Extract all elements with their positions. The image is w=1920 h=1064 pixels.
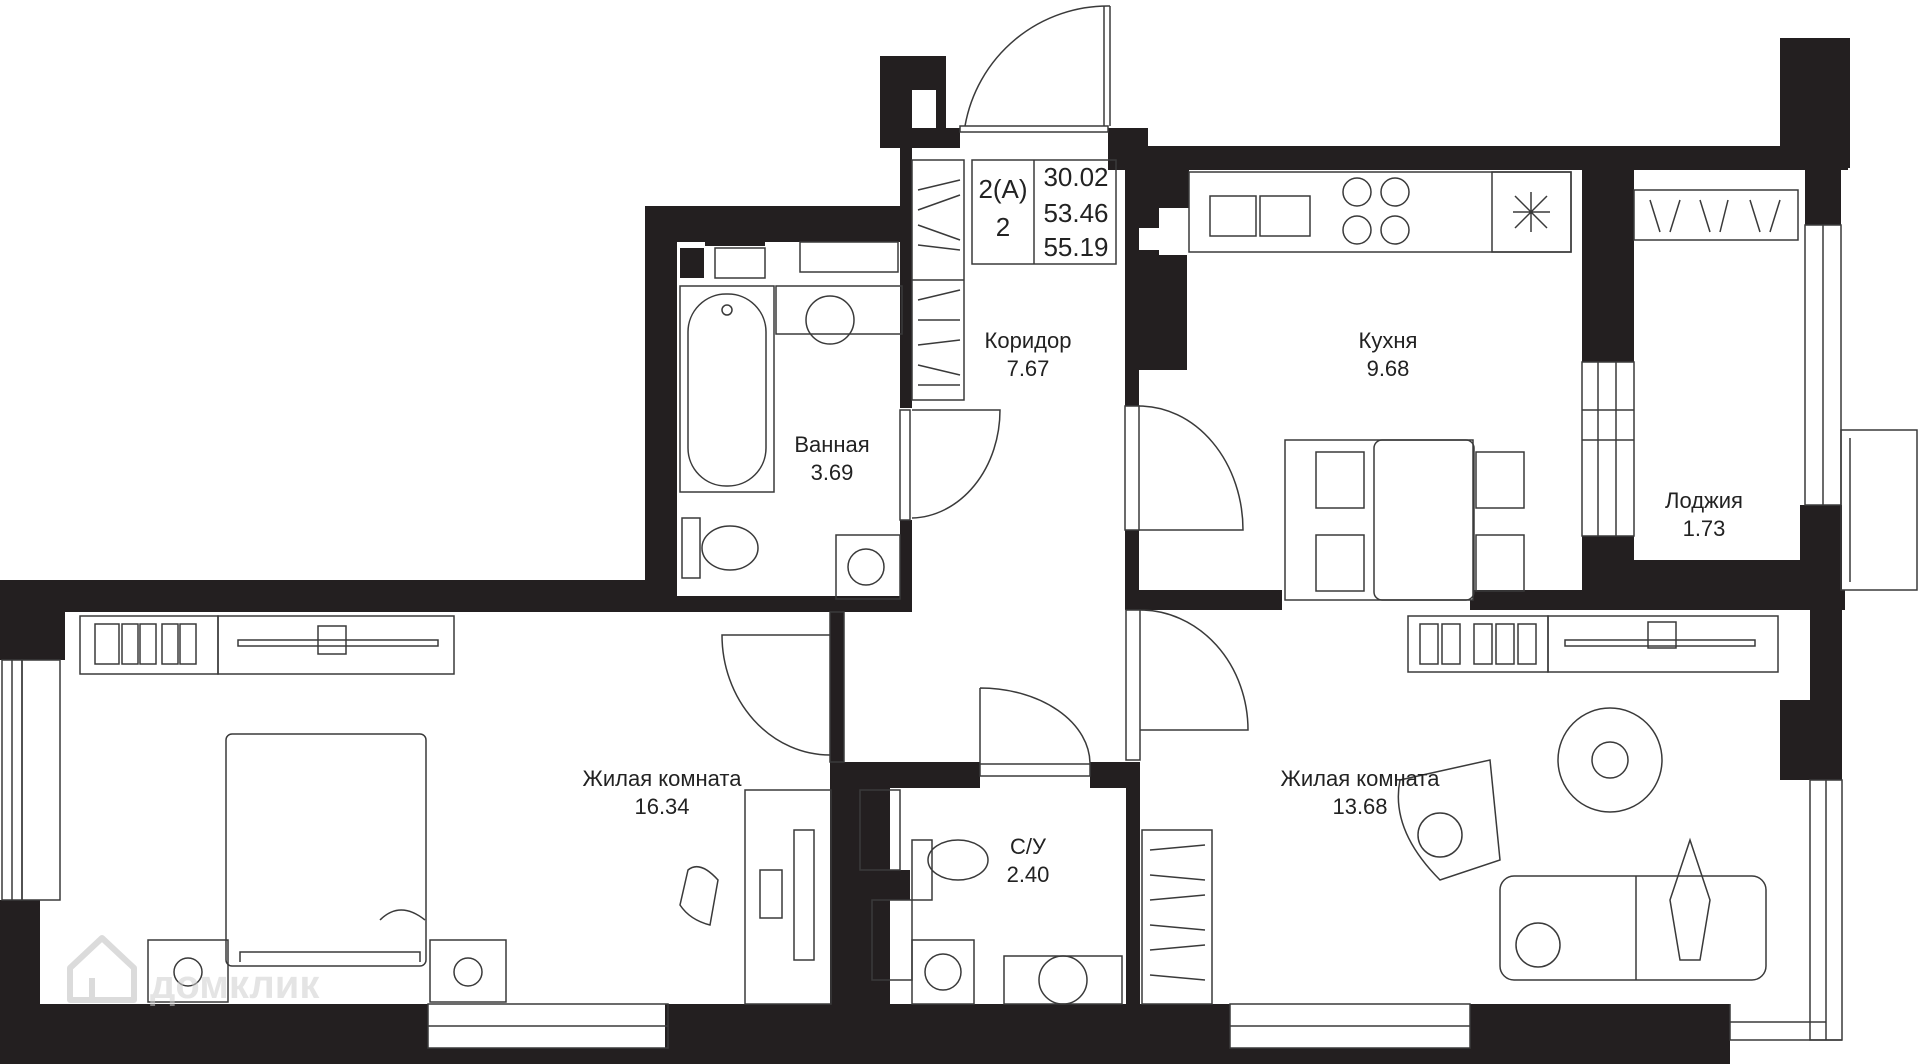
room-name-bathroom: Ванная bbox=[794, 432, 869, 457]
wc-toilet bbox=[911, 839, 989, 901]
coffee-table bbox=[1557, 707, 1663, 813]
info-rooms: 2 bbox=[996, 212, 1010, 242]
wc-washer bbox=[911, 939, 975, 1005]
watermark-text: домклик bbox=[150, 963, 320, 1007]
room-area-kitchen: 9.68 bbox=[1367, 356, 1410, 381]
room-area-corridor: 7.67 bbox=[1007, 356, 1050, 381]
info-area-total-loggia: 55.19 bbox=[1043, 232, 1108, 262]
bathroom-sink bbox=[775, 285, 903, 345]
room-area-bathroom: 3.69 bbox=[811, 460, 854, 485]
kitchen-counter bbox=[1188, 171, 1572, 253]
info-area-living: 30.02 bbox=[1043, 162, 1108, 192]
room-area-wc: 2.40 bbox=[1007, 862, 1050, 887]
windows bbox=[1, 125, 1918, 1049]
furniture bbox=[79, 159, 1799, 1005]
walls bbox=[0, 38, 1850, 1064]
bathroom-toilet bbox=[681, 517, 759, 579]
room-labels: Коридор 7.67 Ванная 3.69 Кухня 9.68 Лодж… bbox=[583, 328, 1743, 887]
house-icon bbox=[67, 935, 137, 1003]
room-area-living-left: 16.34 bbox=[634, 794, 689, 819]
bathroom-shelf-2 bbox=[799, 241, 899, 273]
double-bed bbox=[147, 733, 507, 1003]
bathtub bbox=[679, 285, 775, 493]
room-area-living-right: 13.68 bbox=[1332, 794, 1387, 819]
room-name-living-right: Жилая комната bbox=[1281, 766, 1441, 791]
room-name-corridor: Коридор bbox=[985, 328, 1072, 353]
info-labels: 2(А) 2 30.02 53.46 55.19 bbox=[978, 162, 1108, 262]
watermark: домклик bbox=[67, 935, 320, 1007]
sofa bbox=[1499, 837, 1767, 981]
info-area-total: 53.46 bbox=[1043, 198, 1108, 228]
kitchen-table bbox=[1284, 439, 1525, 601]
wardrobe-corridor bbox=[911, 159, 965, 401]
washing-machine bbox=[835, 534, 901, 600]
wc-sink bbox=[1003, 955, 1123, 1005]
loggia-rack bbox=[1633, 189, 1799, 241]
room-area-loggia: 1.73 bbox=[1683, 516, 1726, 541]
info-type: 2(А) bbox=[978, 174, 1027, 204]
wardrobe-right bbox=[1141, 829, 1213, 1005]
left-shelf bbox=[79, 615, 455, 675]
bathroom-shelf bbox=[714, 247, 766, 279]
room-name-living-left: Жилая комната bbox=[583, 766, 743, 791]
armchair bbox=[1397, 759, 1501, 881]
room-name-loggia: Лоджия bbox=[1665, 488, 1743, 513]
room-name-wc: С/У bbox=[1010, 834, 1047, 859]
right-shelf bbox=[1407, 615, 1779, 673]
doors bbox=[721, 5, 1249, 777]
info-box bbox=[971, 159, 1117, 265]
desk-left bbox=[679, 789, 832, 1005]
room-name-kitchen: Кухня bbox=[1359, 328, 1418, 353]
